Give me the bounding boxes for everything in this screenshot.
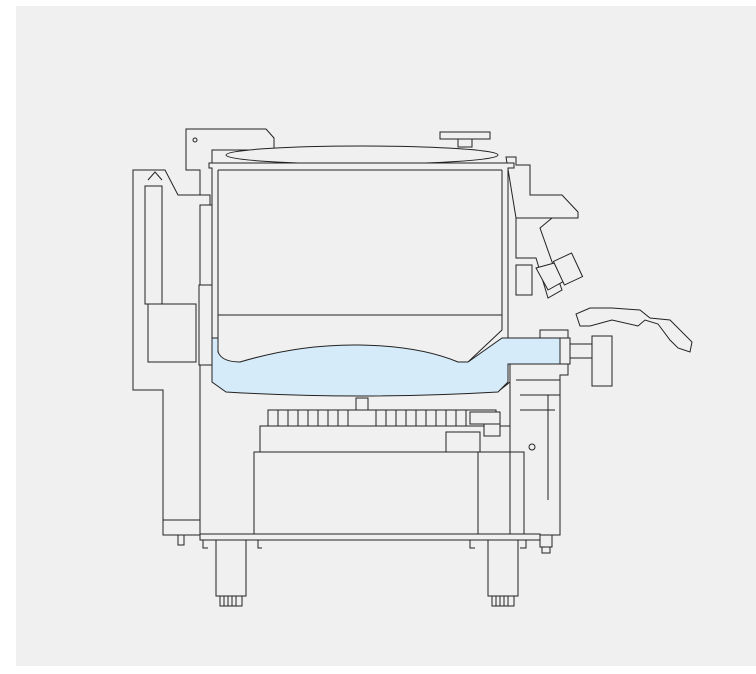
drain-pipe bbox=[559, 335, 613, 387]
lid-knob bbox=[439, 131, 491, 148]
left-leg bbox=[215, 539, 247, 607]
left-frame bbox=[132, 169, 214, 546]
steam-valve bbox=[535, 252, 584, 291]
kettle-lid bbox=[225, 145, 499, 165]
base-cabinet bbox=[199, 451, 541, 549]
right-frame bbox=[505, 156, 584, 554]
water-fill bbox=[211, 337, 561, 397]
right-leg bbox=[487, 539, 519, 607]
coil-band bbox=[259, 409, 511, 453]
drain-tap-handle bbox=[575, 307, 693, 353]
